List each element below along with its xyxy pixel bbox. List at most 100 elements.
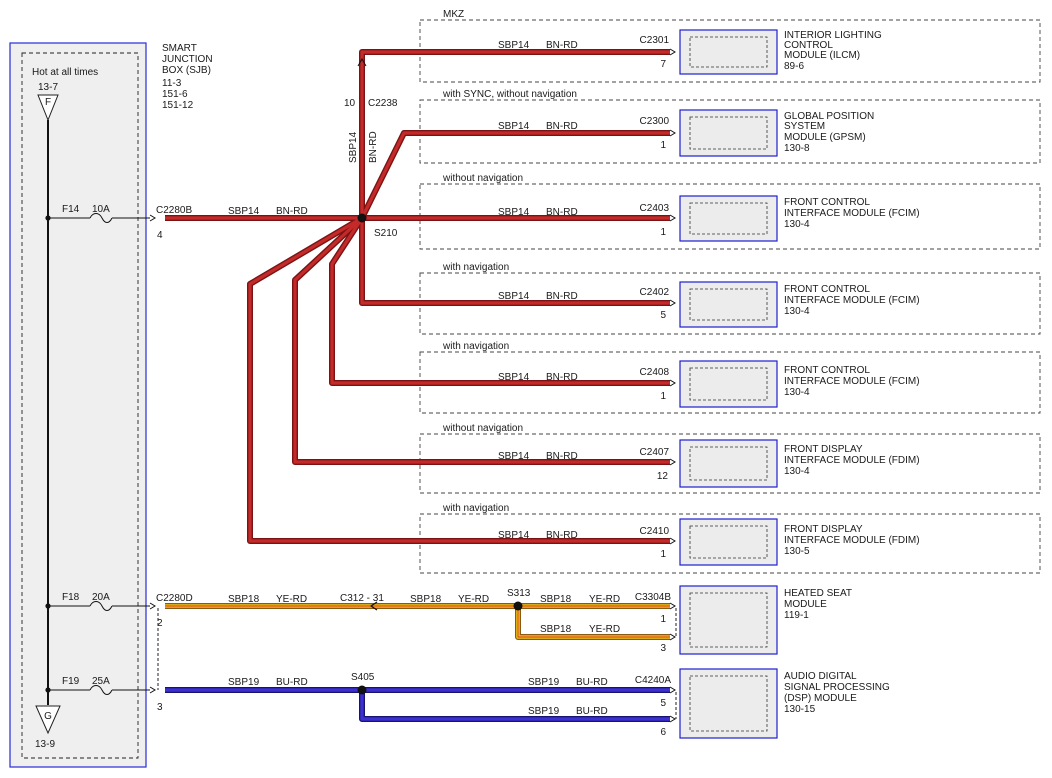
module-ref: 130-15	[784, 704, 816, 715]
option-label: without navigation	[442, 173, 523, 184]
wire-sbp14	[293, 216, 670, 464]
connector-arrow-icon	[149, 214, 156, 222]
module-name: MODULE (ILCM)	[784, 50, 860, 61]
splice-label: S405	[351, 672, 375, 683]
pin-number: 6	[660, 727, 666, 738]
bu-rd-wire-harness: S405 SBP19 BU-RD SBP19 BU-RD SBP19 BU-RD	[165, 672, 670, 722]
wire-color-label: BN-RD	[546, 40, 578, 51]
wire-color-label: BU-RD	[576, 677, 608, 688]
module-ref: 130-4	[784, 219, 810, 230]
wire-sbp14	[330, 217, 670, 385]
module-name: GLOBAL POSITION	[784, 111, 874, 122]
module-name: FRONT CONTROL	[784, 284, 870, 295]
module-box	[679, 195, 778, 242]
module-ilcm: C2301 7 INTERIOR LIGHTING CONTROL MODULE…	[640, 29, 882, 75]
splice-s405-dot	[357, 685, 367, 695]
connector-arrow-icon	[149, 686, 156, 694]
module-name: MODULE	[784, 599, 827, 610]
connector-label: C2407	[640, 447, 670, 458]
module-ref: 119-1	[784, 610, 809, 621]
wire-circuit-label: SBP14	[498, 451, 530, 462]
connector-arrow-icon	[669, 633, 676, 641]
connector-arrow-icon	[149, 602, 156, 610]
pin-number: 5	[660, 310, 666, 321]
fuse-name: F19	[62, 676, 80, 687]
wire-tracer-stripe	[517, 606, 670, 638]
sjb-title-line: BOX (SJB)	[162, 65, 211, 76]
wire-color-label: BN-RD	[546, 121, 578, 132]
module-inner-box	[689, 592, 768, 648]
option-label: without navigation	[442, 423, 523, 434]
module-box	[679, 360, 778, 408]
connector-label: C2402	[640, 287, 670, 298]
wire-circuit-label: SBP14	[228, 206, 260, 217]
connector-label: C2408	[640, 367, 670, 378]
splice-s210-dot	[357, 213, 367, 223]
module-name: AUDIO DIGITAL	[784, 671, 857, 682]
module-inner-box	[689, 202, 768, 235]
module-ref: 130-4	[784, 466, 810, 477]
module-name: INTERFACE MODULE (FDIM)	[784, 535, 920, 546]
module-name: SIGNAL PROCESSING	[784, 682, 890, 693]
wire-circuit-label-vertical: SBP14	[348, 131, 359, 163]
wire-circuit-label: SBP14	[498, 530, 530, 541]
connector-arrow-icon	[669, 458, 676, 466]
fuse-symbol	[89, 685, 113, 695]
module-box	[679, 518, 778, 566]
module-ref: 130-5	[784, 546, 810, 557]
wire-circuit-label: SBP19	[528, 706, 560, 717]
sjb-top-letter: F	[45, 97, 51, 108]
sjb-inner-dashed-box	[21, 52, 139, 759]
module-name: INTERFACE MODULE (FCIM)	[784, 295, 920, 306]
wire-color-label: YE-RD	[589, 594, 620, 605]
connector-arrow-icon	[669, 214, 676, 222]
connector-arrow-icon	[669, 379, 676, 387]
module-name: CONTROL	[784, 40, 833, 51]
fuse-name: F18	[62, 592, 80, 603]
wire-sbp19	[360, 690, 670, 721]
module-ref: 130-8	[784, 143, 810, 154]
module-fcim-c2402: C2402 5 FRONT CONTROL INTERFACE MODULE (…	[640, 281, 920, 328]
module-name: INTERFACE MODULE (FDIM)	[784, 455, 920, 466]
wire-outline	[359, 690, 670, 722]
pin-number: 1	[660, 140, 666, 151]
pin-number: 1	[660, 391, 666, 402]
page-reference-triangle-top	[37, 94, 59, 122]
wire-color-label: BN-RD	[546, 372, 578, 383]
wire-sbp14	[360, 218, 670, 305]
wire-circuit-label: SBP18	[540, 624, 572, 635]
wire-color-label: YE-RD	[276, 594, 307, 605]
wire-circuit-label: SBP18	[540, 594, 572, 605]
module-box	[679, 668, 778, 739]
wire-circuit-label: SBP14	[498, 40, 530, 51]
module-ref: 130-4	[784, 387, 810, 398]
fuse-rating: 10A	[92, 204, 110, 215]
module-ref: 89-6	[784, 61, 804, 72]
module-fcim-c2408: C2408 1 FRONT CONTROL INTERFACE MODULE (…	[640, 360, 920, 408]
connector-arrow-icon	[669, 537, 676, 545]
pin-number: 5	[660, 698, 666, 709]
connector-arrow-icon	[669, 48, 676, 56]
splice-s313-dot	[513, 601, 523, 611]
connector-label: C2410	[640, 526, 670, 537]
wire-color-label: BN-RD	[546, 291, 578, 302]
fuse-rating: 20A	[92, 592, 110, 603]
option-label: with navigation	[442, 341, 509, 352]
module-name: SYSTEM	[784, 121, 825, 132]
option-box	[419, 99, 1041, 164]
module-inner-box	[689, 367, 768, 401]
connector-label: C2238	[368, 98, 398, 109]
connector-label: C2280B	[156, 205, 192, 216]
module-name: (DSP) MODULE	[784, 693, 857, 704]
wire-color-label: BN-RD	[546, 207, 578, 218]
wire-circuit-label: SBP19	[228, 677, 260, 688]
pin-number: 3	[157, 702, 163, 713]
fuse-rating: 25A	[92, 676, 110, 687]
pin-number: 10	[344, 98, 356, 109]
connector-arrow-icon	[669, 715, 676, 723]
module-name: INTERFACE MODULE (FCIM)	[784, 376, 920, 387]
fuse-f14: F14 10A C2280B 4	[48, 204, 192, 241]
sjb-outer-box	[9, 42, 147, 768]
option-label: with navigation	[442, 262, 509, 273]
